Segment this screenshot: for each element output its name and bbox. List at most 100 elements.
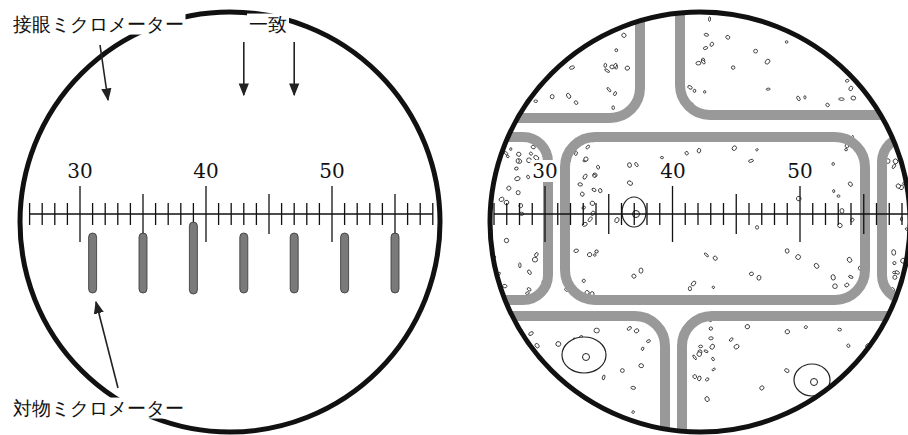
granule xyxy=(692,374,697,379)
granule xyxy=(482,332,486,337)
granule xyxy=(905,26,908,31)
granule xyxy=(848,181,853,187)
granule xyxy=(895,183,901,189)
granule xyxy=(845,149,848,151)
granule xyxy=(472,394,476,398)
granule xyxy=(481,399,486,403)
scale-tick xyxy=(382,203,383,225)
granule xyxy=(813,263,820,270)
granule xyxy=(625,65,631,70)
granule xyxy=(906,68,908,73)
scale-tick xyxy=(889,203,890,225)
granule xyxy=(480,163,484,167)
granule xyxy=(495,39,500,42)
granule xyxy=(846,257,852,264)
granule xyxy=(594,328,600,333)
scale-tick xyxy=(105,203,106,225)
granule xyxy=(574,249,579,253)
granule xyxy=(712,368,716,372)
granule xyxy=(592,174,596,178)
granule xyxy=(837,195,840,198)
granule xyxy=(463,363,469,368)
cell-wall xyxy=(682,316,908,435)
pointer-arrow xyxy=(243,42,245,95)
granule xyxy=(697,376,702,382)
scale-tick xyxy=(155,203,156,225)
granule xyxy=(620,369,624,373)
granule xyxy=(899,346,903,351)
granule xyxy=(467,342,471,346)
scale-tick xyxy=(117,203,118,225)
granule xyxy=(457,248,463,253)
scale-tick xyxy=(294,203,295,225)
granule xyxy=(796,96,801,102)
granule xyxy=(528,331,534,336)
scale-tick xyxy=(595,203,596,225)
granule xyxy=(709,337,714,340)
granule xyxy=(611,22,615,26)
scale-tick xyxy=(231,203,232,225)
granule xyxy=(705,377,710,381)
granule xyxy=(697,148,701,153)
granule xyxy=(641,347,644,351)
granule xyxy=(465,379,469,382)
granule xyxy=(899,106,903,110)
granule xyxy=(610,65,615,70)
granule xyxy=(785,329,791,335)
granule xyxy=(891,22,897,28)
granule xyxy=(900,409,907,416)
granule xyxy=(529,151,533,155)
granule xyxy=(514,176,520,181)
nucleolus xyxy=(889,29,896,36)
granule xyxy=(519,263,522,268)
pointer-arrow xyxy=(100,45,108,100)
granule xyxy=(833,189,835,192)
granule xyxy=(844,282,850,287)
granule xyxy=(692,354,697,360)
scale-tick xyxy=(748,203,749,225)
scale-tick xyxy=(761,203,762,225)
granule xyxy=(795,254,802,261)
granule xyxy=(755,148,758,151)
granule xyxy=(516,159,520,164)
granule xyxy=(756,275,761,281)
scale-tick xyxy=(557,203,558,225)
granule xyxy=(904,405,908,409)
granule xyxy=(487,282,492,287)
granule xyxy=(590,210,596,216)
objective-micrometer-label: 対物ミクロメーター xyxy=(11,398,186,419)
objective-bar xyxy=(441,233,449,293)
granule xyxy=(905,227,908,231)
scale-tick xyxy=(532,203,533,225)
granule xyxy=(698,345,702,348)
granule xyxy=(491,339,494,342)
granule xyxy=(555,341,561,347)
granule xyxy=(487,164,492,169)
scale-tick xyxy=(180,203,181,225)
granule xyxy=(784,368,790,373)
granule xyxy=(904,64,908,69)
granule xyxy=(825,103,830,108)
scale-tick xyxy=(812,203,813,225)
granule xyxy=(469,192,472,196)
objective-bar xyxy=(391,233,399,293)
objective-bar xyxy=(139,233,147,293)
granule xyxy=(472,151,477,156)
scale-tick xyxy=(168,203,169,225)
granule xyxy=(703,46,708,50)
scale-tick xyxy=(420,203,421,225)
scale-tick xyxy=(697,203,698,225)
granule xyxy=(463,228,466,233)
scale-tick xyxy=(394,194,395,234)
granule xyxy=(582,222,588,227)
granule xyxy=(709,343,715,350)
granule xyxy=(709,42,714,47)
cell-wall xyxy=(680,0,908,115)
granule xyxy=(487,275,492,280)
scale-tick xyxy=(357,203,358,225)
granule xyxy=(684,151,689,156)
granule xyxy=(905,93,908,97)
granule xyxy=(705,1,711,7)
granule xyxy=(578,182,583,186)
